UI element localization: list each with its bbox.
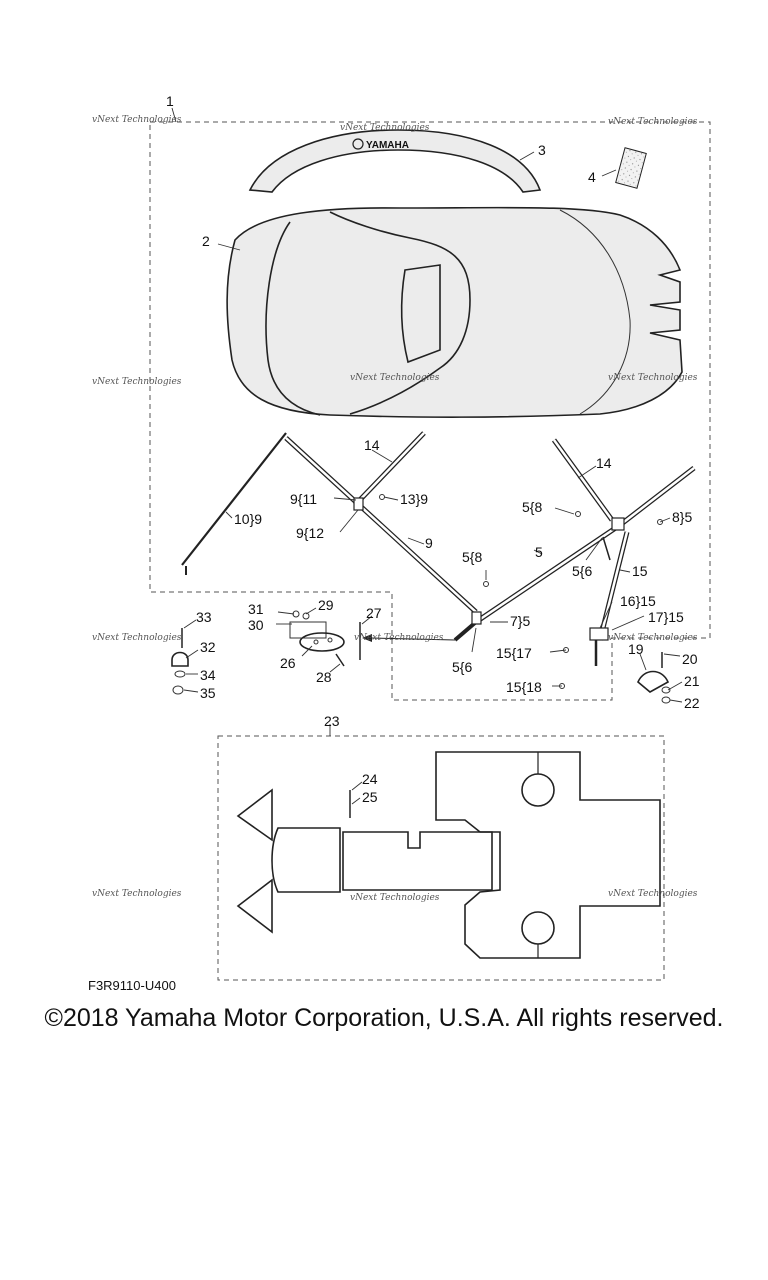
- watermark-text: vNext Technologies: [354, 633, 444, 643]
- anchor-hardware-right: [637, 652, 671, 704]
- yamaha-logo-icon: [352, 138, 364, 150]
- watermark-text: vNext Technologies: [608, 373, 698, 383]
- part-label: 23: [324, 713, 340, 729]
- part-label: 4: [588, 169, 596, 185]
- watermark-text: vNext Technologies: [350, 373, 440, 383]
- part-label: 26: [280, 655, 296, 671]
- watermark-text: vNext Technologies: [608, 117, 698, 127]
- part-label: 32: [200, 639, 216, 655]
- part-label: 15{18: [506, 679, 542, 695]
- frame-poles: [181, 431, 696, 689]
- part-label: 8}5: [672, 509, 692, 525]
- part-labels: 1 2 3 4 14 14 9{11 13}9 9{12 10}9 9 5{8 …: [166, 93, 700, 805]
- deck-mats: [236, 751, 661, 959]
- part-label: 7}5: [510, 613, 530, 629]
- part-label: 25: [362, 789, 378, 805]
- kit-boundary: [149, 121, 711, 701]
- part-label: 35: [200, 685, 216, 701]
- part-label: 31: [248, 601, 264, 617]
- part-label: 28: [316, 669, 332, 685]
- watermark-text: vNext Technologies: [92, 633, 182, 643]
- logo-text: YAMAHA: [366, 140, 409, 151]
- part-label: 21: [684, 673, 700, 689]
- part-label: 29: [318, 597, 334, 613]
- part-label: 16}15: [620, 593, 656, 609]
- part-label: 30: [248, 617, 264, 633]
- watermark-text: vNext Technologies: [92, 115, 182, 125]
- part-label: 20: [682, 651, 698, 667]
- watermark-text: vNext Technologies: [350, 893, 440, 903]
- copyright-notice: ©2018 Yamaha Motor Corporation, U.S.A. A…: [44, 1004, 724, 1032]
- part-label: 5{6: [572, 563, 592, 579]
- parts-diagram: YAMAHA: [88, 93, 711, 993]
- leader-lines: [171, 107, 683, 805]
- part-label: 24: [362, 771, 378, 787]
- part-label: 14: [364, 437, 380, 453]
- watermark-text: vNext Technologies: [340, 123, 430, 133]
- part-label: 1: [166, 93, 174, 109]
- part-label: 15: [632, 563, 648, 579]
- part-label: 13}9: [400, 491, 428, 507]
- part-label: 5{8: [522, 499, 542, 515]
- diagram-code: F3R9110-U400: [88, 978, 176, 993]
- part-label: 3: [538, 142, 546, 158]
- part-label: 9: [425, 535, 433, 551]
- boat-cover: [226, 206, 683, 418]
- part-label: 9{11: [290, 491, 317, 507]
- part-label: 9{12: [296, 525, 324, 541]
- watermark-text: vNext Technologies: [608, 633, 698, 643]
- mat-boundary: [217, 735, 665, 981]
- part-label: 33: [196, 609, 212, 625]
- watermark-text: vNext Technologies: [92, 889, 182, 899]
- part-label: 5{6: [452, 659, 472, 675]
- watermarks: vNext Technologies vNext Technologies vN…: [92, 115, 698, 903]
- part-label: 19: [628, 641, 644, 657]
- part-label: 22: [684, 695, 700, 711]
- part-label: 5{8: [462, 549, 482, 565]
- mount-bracket: [289, 610, 361, 667]
- part-label: 15{17: [496, 645, 532, 661]
- anchor-hardware-left: [171, 628, 189, 695]
- part-label: 10}9: [234, 511, 262, 527]
- part-label: 17}15: [648, 609, 684, 625]
- grab-handle: YAMAHA: [248, 129, 542, 193]
- watermark-text: vNext Technologies: [92, 377, 182, 387]
- watermark-text: vNext Technologies: [608, 889, 698, 899]
- label-sticker: [615, 147, 647, 189]
- part-label: 2: [202, 233, 210, 249]
- part-label: 14: [596, 455, 612, 471]
- part-label: 34: [200, 667, 216, 683]
- part-label: 27: [366, 605, 382, 621]
- part-label: 5: [535, 544, 543, 560]
